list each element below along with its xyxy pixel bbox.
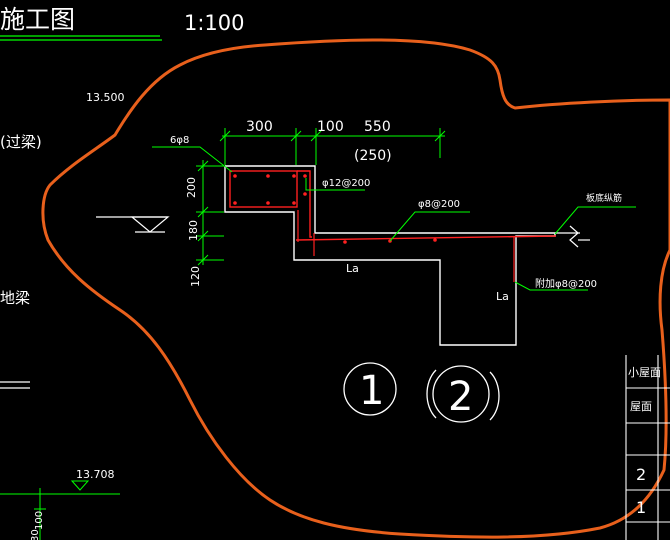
stirrup-mid-label: φ8@200 bbox=[418, 199, 460, 210]
dim-300: 300 bbox=[246, 119, 273, 135]
title-text: 施工图 bbox=[0, 5, 75, 34]
dim-left-120: 120 bbox=[189, 266, 202, 287]
break-symbol bbox=[569, 225, 579, 248]
paren-right bbox=[489, 371, 500, 421]
elevation-symbol-bottom bbox=[70, 480, 90, 491]
bottom-dim-label: 100 bbox=[34, 511, 45, 530]
dim-100: 100 bbox=[317, 119, 344, 135]
left-dimensions bbox=[196, 160, 224, 266]
right-table-lines bbox=[625, 355, 670, 540]
stirrup-web bbox=[297, 170, 312, 238]
top-dimensions bbox=[219, 128, 446, 165]
small-mark-label: 30 bbox=[30, 529, 41, 540]
elevation-top-label: 13.500 bbox=[86, 91, 125, 104]
section-mark-2-text: 2 bbox=[448, 374, 473, 420]
extra-stirrup-label: 附加φ8@200 bbox=[535, 277, 597, 290]
stirrup-main-label: φ12@200 bbox=[322, 178, 370, 189]
dim-left-200: 200 bbox=[185, 177, 198, 198]
dim-left-180: 180 bbox=[187, 220, 200, 241]
anchor-label-2: La bbox=[496, 290, 509, 303]
section-mark-1-circle[interactable] bbox=[343, 362, 397, 416]
corner-bars-label: 6φ8 bbox=[170, 135, 189, 146]
section-mark-2-circle[interactable] bbox=[432, 365, 490, 423]
member-label: 板底纵筋 bbox=[586, 192, 622, 204]
table-row-1: 小屋面 bbox=[628, 366, 661, 379]
dim-550: 550 bbox=[364, 119, 391, 135]
anchor-label-1: La bbox=[346, 262, 359, 275]
paren-left bbox=[426, 369, 437, 419]
scale-text: 1:100 bbox=[184, 11, 245, 35]
elevation-bottom-label: 13.708 bbox=[76, 468, 115, 481]
stirrup-beam bbox=[229, 170, 298, 208]
section-outline bbox=[224, 165, 556, 346]
table-row-2: 屋面 bbox=[630, 400, 652, 413]
leader-lines bbox=[152, 146, 636, 291]
dim-250: (250) bbox=[354, 148, 392, 164]
beam-note-label: (过梁) bbox=[0, 133, 42, 151]
ground-symbol bbox=[130, 216, 170, 233]
table-row-4: 1 bbox=[636, 498, 646, 517]
ground-beam-label: 地梁 bbox=[0, 289, 30, 307]
slab-bottom-bar bbox=[295, 235, 557, 241]
revision-cloud bbox=[41, 38, 670, 539]
table-row-3: 2 bbox=[636, 465, 646, 484]
section-mark-1-text: 1 bbox=[359, 368, 384, 414]
